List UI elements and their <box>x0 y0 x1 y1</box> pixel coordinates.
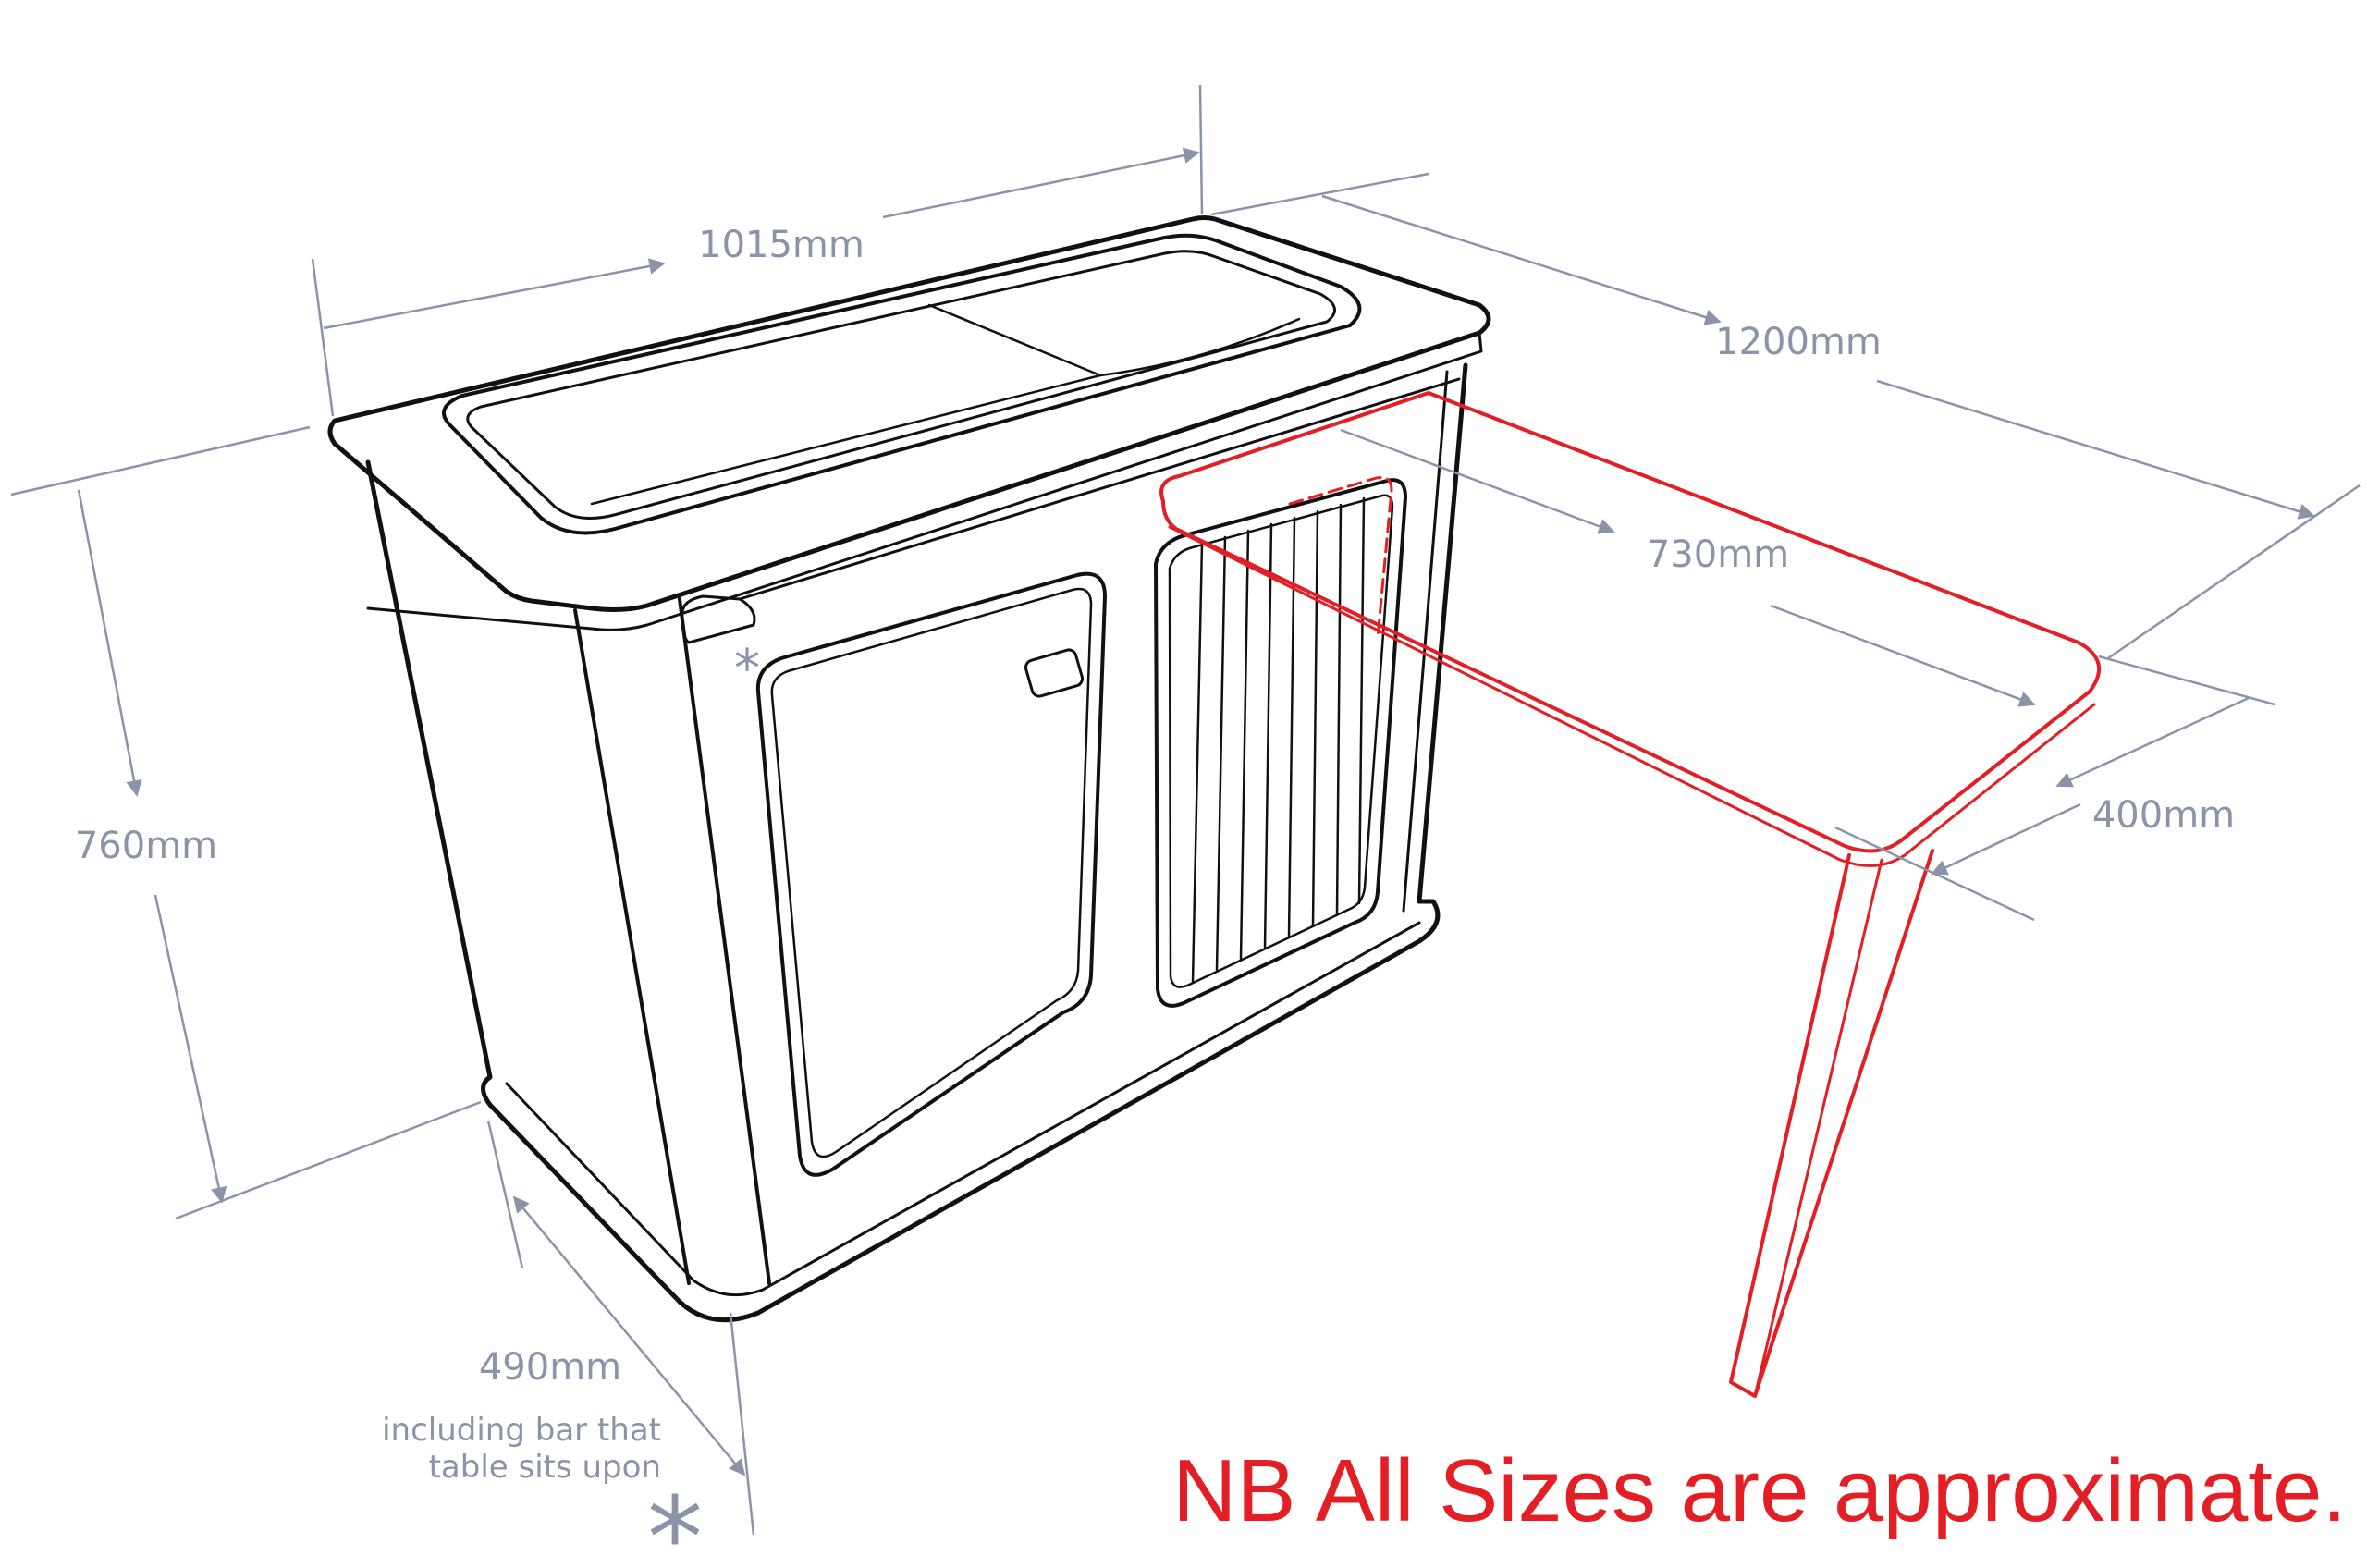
disclaimer-text: NB All Sizes are approximate. <box>1172 1441 2347 1540</box>
top-rail <box>738 377 1461 601</box>
depth-note-line-2: table sits upon <box>429 1449 661 1486</box>
cabinet-plinth-top <box>505 921 1421 1297</box>
cabinet-right-side <box>1417 362 1468 904</box>
asterisk-marker-bar: * <box>734 639 760 699</box>
table-width-label: 400mm <box>2092 794 2235 837</box>
ext-line-length-top <box>1210 172 1429 216</box>
depth-label: 490mm <box>479 1346 621 1389</box>
cabinet-worktop-edge <box>333 331 1483 631</box>
dim-line-length-a <box>1321 194 1722 325</box>
ext-line-depth-right <box>729 1312 755 1536</box>
sink-outer-rim <box>442 233 1362 535</box>
table-top <box>1159 391 2101 853</box>
table-top-edge <box>1168 525 2096 867</box>
ext-line-length-right <box>2107 484 2361 660</box>
cabinet-front-panel-right <box>678 597 771 1285</box>
length-label: 1200mm <box>1715 321 1882 363</box>
shutter-slats <box>1191 496 1366 984</box>
ext-line-width-left <box>311 258 335 417</box>
ext-line-depth-left <box>486 1120 524 1269</box>
cabinet-plinth <box>481 899 1441 1323</box>
height-label: 760mm <box>75 825 217 867</box>
door-handle <box>1024 648 1085 698</box>
cabinet-front-panel-left <box>573 608 691 1285</box>
ext-line-table-width-a <box>2098 655 2275 706</box>
dim-line-depth <box>512 1195 746 1476</box>
depth-note-line-1: including bar that <box>382 1412 661 1449</box>
cabinet-shutter-right-inner <box>1168 494 1394 988</box>
sink-inner-rim <box>466 250 1336 520</box>
dim-line-length-b <box>1876 379 2315 520</box>
table-leg <box>1729 849 1934 1398</box>
dim-line-table-width-a <box>2055 696 2250 788</box>
sink-inner-divider <box>927 303 1102 377</box>
cabinet-door-left-inner <box>770 587 1093 1158</box>
table-leg-inner <box>1753 858 1883 1398</box>
dim-line-table-width-b <box>1931 802 2081 876</box>
asterisk-marker-note: * <box>647 1475 703 1568</box>
inner-length-label: 730mm <box>1647 533 1789 576</box>
fold-out-table <box>1159 391 2101 1398</box>
table-support-bar <box>681 594 756 644</box>
dim-line-width-b <box>882 147 1200 219</box>
ext-line-height-top <box>10 425 311 496</box>
sink-inner-floor <box>590 317 1301 506</box>
cabinet <box>327 215 1491 1323</box>
dimension-lines <box>10 84 2361 1536</box>
table-top-hidden-edge <box>1288 476 1393 640</box>
dim-line-height-a <box>77 489 142 797</box>
dim-line-width-a <box>323 258 666 330</box>
ext-line-width-right <box>1198 84 1204 215</box>
cabinet-door-left <box>755 571 1107 1177</box>
dim-line-height-b <box>153 894 227 1204</box>
cabinet-right-side-inner <box>1402 370 1449 913</box>
width-label: 1015mm <box>698 224 865 266</box>
cabinet-shutter-right <box>1154 478 1407 1008</box>
dim-line-inner-b <box>1770 604 2036 707</box>
cabinet-front <box>365 459 493 1080</box>
dim-line-inner-a <box>1340 428 1615 534</box>
